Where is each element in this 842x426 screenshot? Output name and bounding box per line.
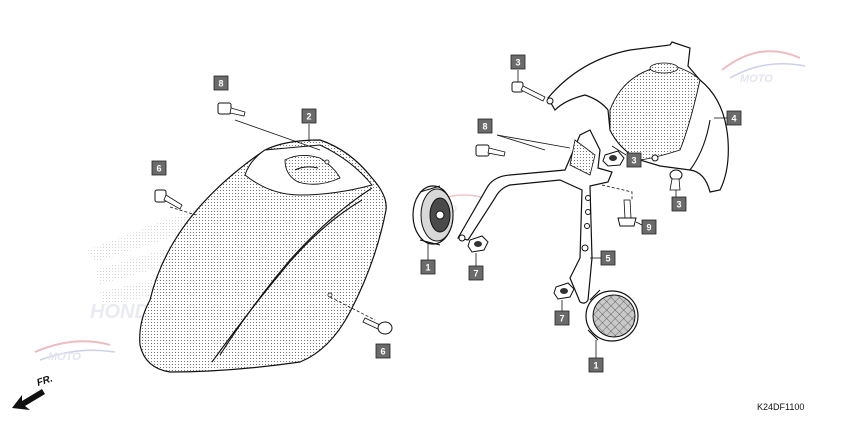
watermark-logo-bottom-left: MOTO	[34, 340, 116, 363]
callout-c6b: 6	[375, 343, 391, 359]
leader-c9-dash	[601, 184, 633, 200]
callout-c4: 4	[726, 110, 742, 126]
callout-label: 3	[631, 156, 636, 166]
nut-c7a	[467, 235, 489, 253]
callout-c8b: 8	[477, 118, 493, 134]
callout-c1b: 1	[588, 357, 604, 373]
callout-label: 5	[605, 254, 610, 264]
bolt-c6b	[362, 317, 393, 335]
watermark-logo-top-right: MOTO	[721, 50, 806, 85]
bracket-stay	[457, 129, 613, 304]
callout-label: 3	[515, 58, 520, 68]
callout-c3a: 3	[510, 54, 526, 70]
callout-c2: 2	[301, 108, 317, 124]
direction-label: FR.	[36, 373, 55, 388]
leader-c3b	[611, 145, 627, 156]
watermark-logo-text: MOTO	[740, 73, 773, 85]
bolt-c3c	[669, 169, 683, 191]
leader-c8a	[234, 119, 321, 151]
callout-label: 1	[593, 361, 598, 371]
callout-label: 4	[731, 114, 736, 124]
callout-c7a: 7	[468, 265, 484, 281]
bolt-c3a	[511, 81, 546, 102]
callout-label: 2	[306, 112, 311, 122]
front-fender	[139, 139, 387, 373]
bolt-c8b	[475, 144, 506, 157]
watermark-logo-text-3: MOTO	[48, 351, 81, 363]
leader-c8b-1	[496, 134, 571, 149]
callout-c7b: 7	[554, 310, 570, 326]
callout-c3c: 3	[671, 196, 687, 212]
callout-label: 6	[380, 347, 385, 357]
callout-label: 6	[156, 164, 161, 174]
screw-c9	[617, 199, 637, 227]
callout-label: 7	[473, 269, 478, 279]
callout-label: 1	[425, 263, 430, 273]
grommet-part	[412, 185, 454, 246]
callout-c6a: 6	[151, 160, 167, 176]
front-direction-arrow: FR.	[12, 373, 54, 410]
leader-c6b	[329, 296, 376, 321]
callout-c1a: 1	[420, 259, 436, 275]
callout-c8a: 8	[213, 75, 229, 91]
inner-fender	[546, 41, 729, 193]
callout-c9: 9	[641, 219, 657, 235]
reflector-part	[585, 289, 639, 342]
callout-label: 8	[482, 122, 487, 132]
nut-c7b	[553, 282, 575, 300]
leader-c8b-2	[496, 134, 546, 151]
callout-label: 9	[646, 223, 651, 233]
callout-label: 3	[676, 200, 681, 210]
bolt-c8a	[217, 102, 246, 117]
callout-label: 7	[559, 314, 564, 324]
bolt-c3b	[602, 150, 625, 167]
bolt-c6a	[154, 189, 183, 210]
callout-label: 8	[218, 79, 223, 89]
callout-c3b: 3	[626, 152, 642, 168]
leader-c6a	[169, 206, 197, 216]
callout-c5: 5	[600, 250, 616, 266]
diagram-code: K24DF1100	[757, 402, 805, 412]
